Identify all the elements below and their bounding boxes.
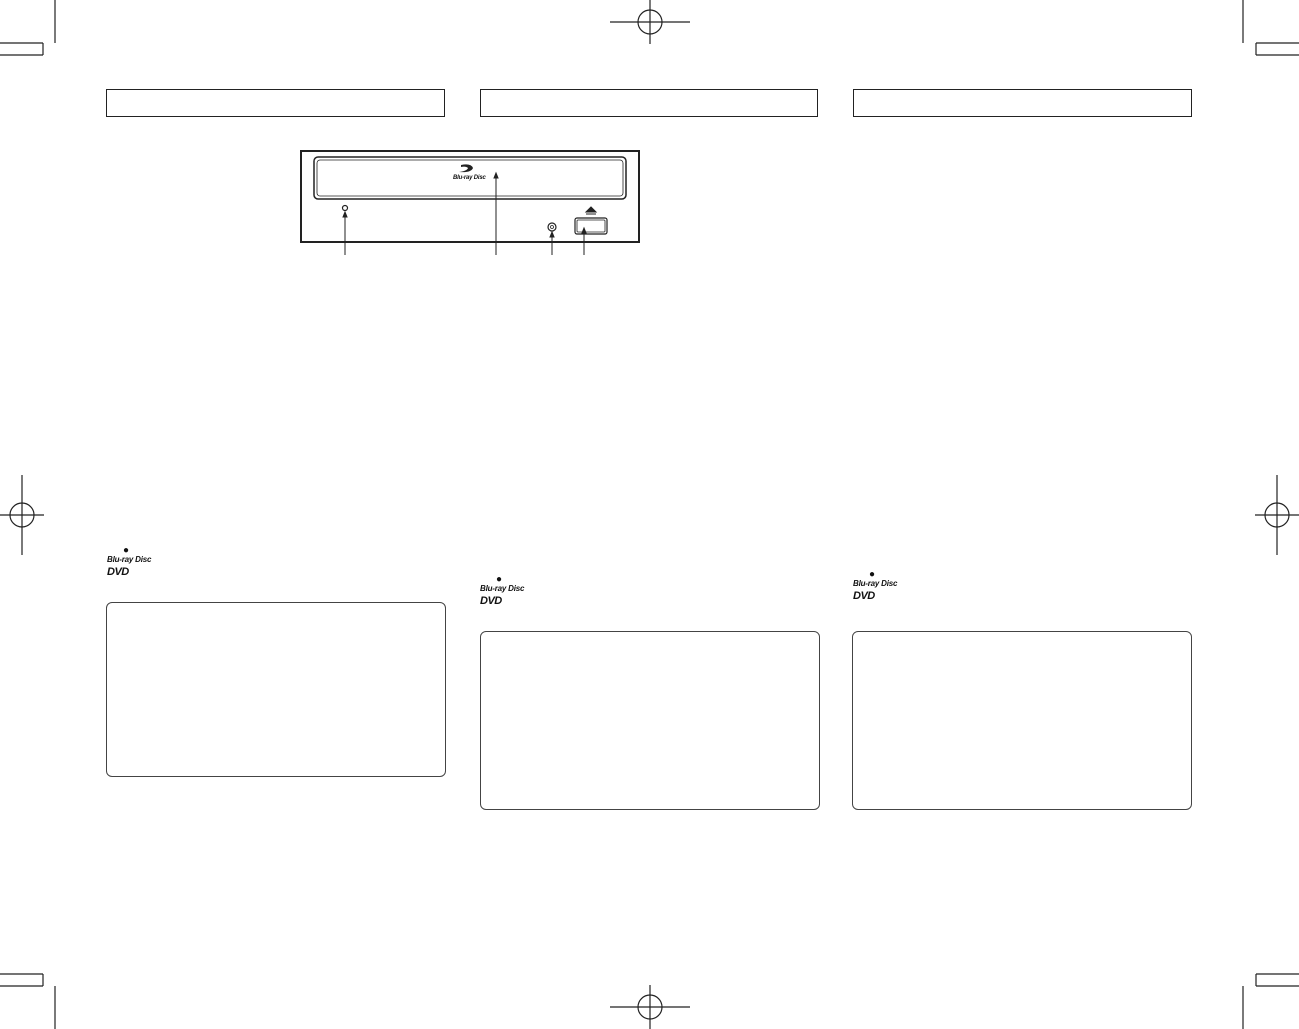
dvd-logo: DVD [480,595,502,607]
column-2-header [480,89,818,117]
dvd-logo: DVD [853,590,875,602]
note-box-1 [106,602,446,777]
bluray-disc-icon: ● [869,569,876,580]
dvd-logo: DVD [107,566,129,578]
note-box-2 [480,631,820,810]
bluray-logo: Blu-ray Disc [853,579,898,588]
registration-mark-top [610,0,690,44]
media-logos-2: ● Blu-ray Disc DVD [480,574,540,607]
eject-icon [584,206,598,215]
activity-led [341,204,349,212]
bluray-logo: Blu-ray Disc [107,555,152,564]
crop-mark-bottom-left [0,973,56,1029]
registration-mark-left [0,475,44,555]
crop-mark-bottom-right [1242,973,1299,1029]
media-logos-3: ● Blu-ray Disc DVD [853,569,913,602]
bluray-disc-icon [459,164,473,173]
drive-front-panel [300,150,640,255]
registration-mark-right [1255,475,1299,555]
eject-button [574,217,608,235]
column-1-header [106,89,445,117]
media-logos-1: ● Blu-ray Disc DVD [107,545,167,578]
emergency-eject-hole [547,222,557,232]
crop-mark-top-left [0,0,56,56]
bluray-disc-icon: ● [496,574,503,585]
crop-mark-top-right [1242,0,1299,56]
bluray-disc-icon: ● [123,545,130,556]
bluray-logo: Blu-ray Disc [480,584,525,593]
column-3-header [853,89,1192,117]
tray-logo: Blu-ray Disc [453,175,486,181]
registration-mark-bottom [610,985,690,1029]
note-box-3 [852,631,1192,810]
